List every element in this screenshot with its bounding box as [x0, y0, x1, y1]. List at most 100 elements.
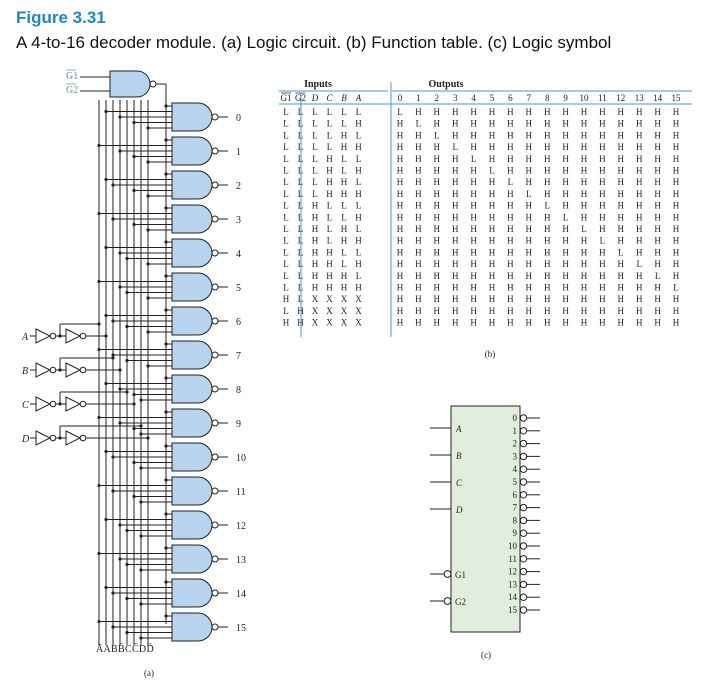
symbol-enable-label: G2: [455, 597, 466, 607]
junction-dot: [111, 455, 115, 459]
decoder-nand-gate: [171, 204, 213, 234]
junction-dot: [104, 313, 108, 318]
table-cell: L: [356, 177, 362, 187]
table-cell: H: [489, 306, 496, 316]
table-cell: H: [673, 271, 680, 281]
table-cell: H: [470, 142, 477, 152]
table-cell: H: [355, 212, 362, 222]
table-cell: L: [298, 142, 304, 152]
output-label-2: 2: [236, 181, 241, 192]
table-cell: H: [489, 283, 496, 293]
table-cell: H: [397, 247, 404, 257]
inverter-gate: [35, 328, 52, 344]
table-cell: H: [654, 306, 661, 316]
table-cell: H: [581, 142, 588, 152]
table-cell: H: [636, 271, 643, 281]
outputs-heading: Outputs: [428, 79, 463, 90]
table-cell: H: [599, 259, 606, 269]
enable-inversion-bubble: [149, 80, 157, 88]
junction-dot: [146, 262, 150, 266]
table-cell: H: [673, 224, 680, 234]
table-cell: H: [397, 294, 404, 304]
table-cell: X: [312, 294, 319, 304]
output-bubble: [211, 623, 219, 631]
table-cell: H: [654, 247, 661, 257]
table-cell: H: [507, 271, 514, 281]
table-cell: H: [397, 306, 404, 316]
inverter-bubble: [49, 434, 57, 442]
column-header: 14: [653, 93, 663, 103]
table-cell: H: [507, 224, 514, 234]
g2-label: G2: [66, 85, 78, 96]
g1-label: G1: [66, 71, 78, 82]
table-cell: H: [507, 212, 514, 222]
input-label-a: A: [21, 332, 29, 343]
table-cell: L: [508, 177, 514, 187]
inverter-bubble: [49, 366, 57, 374]
table-cell: H: [489, 119, 496, 129]
table-cell: L: [356, 107, 362, 117]
symbol-box: [450, 405, 521, 633]
column-header: A: [355, 93, 362, 103]
table-cell: H: [618, 166, 625, 176]
table-cell: X: [341, 306, 348, 316]
table-cell: H: [452, 318, 459, 328]
table-cell: H: [489, 224, 496, 234]
table-cell: H: [355, 259, 362, 269]
junction-dot: [132, 494, 136, 499]
table-cell: L: [298, 283, 304, 293]
table-cell: H: [415, 142, 422, 152]
table-cell: H: [526, 271, 533, 281]
output-bubble: [211, 215, 219, 223]
table-cell: H: [312, 271, 319, 281]
symbol-output-label: 5: [513, 477, 518, 487]
table-cell: H: [562, 177, 569, 187]
table-cell: H: [507, 236, 514, 246]
table-cell: L: [283, 189, 289, 199]
table-cell: H: [434, 306, 441, 316]
table-cell: H: [599, 177, 606, 187]
decoder-nand-gate: [171, 102, 213, 132]
output-bubble: [211, 419, 219, 427]
table-cell: H: [673, 119, 680, 129]
table-cell: H: [397, 154, 404, 164]
table-cell: H: [636, 212, 643, 222]
table-cell: H: [673, 107, 680, 117]
table-cell: H: [673, 294, 680, 304]
decoder-nand-gate: [171, 408, 213, 438]
table-cell: H: [654, 259, 661, 269]
symbol-input-label: D: [455, 505, 463, 515]
table-cell: H: [618, 154, 625, 164]
column-header: 2: [435, 93, 440, 103]
table-cell: H: [452, 271, 459, 281]
inverter-gate: [35, 396, 52, 412]
junction-dot: [97, 143, 101, 148]
junction-dot: [164, 274, 168, 278]
junction-dot: [164, 376, 168, 380]
table-cell: H: [341, 130, 348, 140]
table-cell: H: [544, 283, 551, 293]
table-cell: L: [356, 247, 362, 257]
output-bubble: [211, 249, 219, 257]
table-cell: L: [581, 224, 587, 234]
table-cell: L: [298, 294, 304, 304]
table-cell: H: [618, 201, 625, 211]
table-cell: H: [581, 130, 588, 140]
table-cell: H: [326, 283, 333, 293]
junction-dot: [132, 460, 136, 465]
symbol-output-label: 11: [508, 554, 517, 564]
table-cell: H: [434, 247, 441, 257]
output-bubble: [519, 529, 528, 537]
table-cell: H: [470, 283, 477, 293]
table-cell: H: [326, 154, 333, 164]
junction-dot: [164, 444, 168, 448]
input-label-c: C: [22, 400, 29, 411]
table-cell: H: [326, 189, 333, 199]
table-cell: H: [654, 166, 661, 176]
junction-dot: [132, 402, 136, 406]
inverter-bubble: [79, 434, 87, 442]
table-cell: H: [415, 166, 422, 176]
output-bubble: [211, 317, 219, 325]
table-cell: H: [452, 119, 459, 129]
symbol-input-label: B: [456, 451, 462, 461]
